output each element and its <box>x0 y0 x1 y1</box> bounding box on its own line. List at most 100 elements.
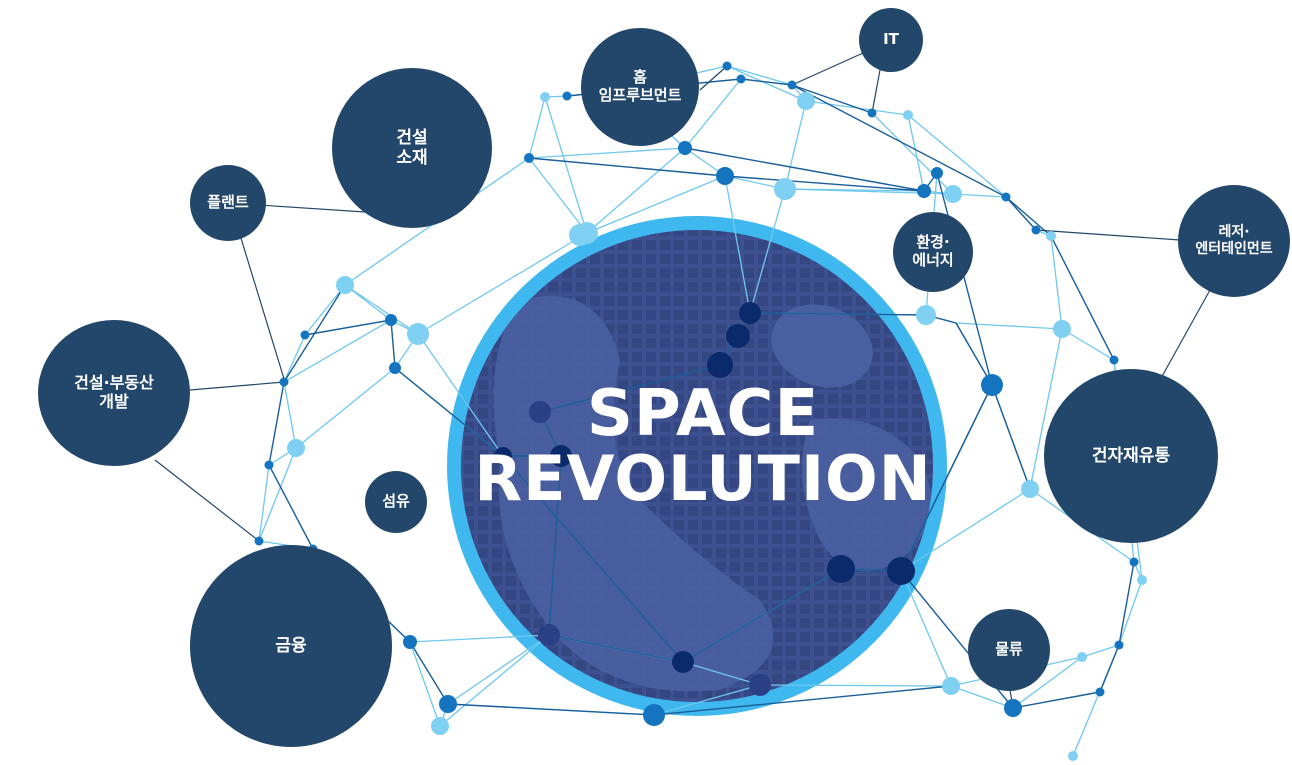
network-node <box>538 624 560 646</box>
network-edge <box>653 685 952 716</box>
network-edge <box>1012 691 1101 709</box>
network-node <box>1109 355 1119 365</box>
network-node <box>707 352 733 378</box>
network-node <box>1137 575 1147 585</box>
network-node <box>942 677 960 695</box>
network-node <box>385 314 397 326</box>
topic-plant-label: 플랜트 <box>207 193 249 212</box>
network-edge <box>258 464 270 542</box>
network-node <box>254 536 264 546</box>
network-node <box>867 108 877 118</box>
network-edge <box>268 381 285 466</box>
network-edge <box>439 634 550 727</box>
core-title: SPACE REVOLUTION <box>458 381 948 510</box>
network-edge <box>394 367 504 457</box>
network-edge <box>502 455 684 663</box>
network-node <box>827 555 855 583</box>
network-node <box>431 717 449 735</box>
network-edge <box>528 147 686 159</box>
network-edge <box>749 312 927 316</box>
network-edge <box>682 568 842 663</box>
network-node <box>736 74 746 84</box>
topic-construction-materials: 건설 소재 <box>332 68 492 228</box>
network-node <box>1077 652 1087 662</box>
topic-building-materials-distribution: 건자재유통 <box>1044 369 1218 543</box>
network-edge <box>653 684 761 716</box>
network-edge <box>950 685 1014 709</box>
network-edge <box>684 78 742 149</box>
topic-textiles: 섬유 <box>365 471 427 533</box>
network-edge <box>726 65 793 86</box>
network-node <box>336 276 354 294</box>
network-node <box>287 439 305 457</box>
network-node <box>524 153 534 163</box>
topic-finance: 금융 <box>190 545 392 747</box>
topic-construction-real-estate-label: 건설·부동산 개발 <box>74 373 154 411</box>
network-node <box>264 460 274 470</box>
network-node <box>1031 225 1041 235</box>
network-node <box>726 324 750 348</box>
network-edge <box>784 100 807 190</box>
network-edge <box>871 112 954 195</box>
network-edge <box>283 284 346 383</box>
network-edge <box>936 172 993 386</box>
topic-leisure-entertainment-label: 레저· 엔터테인먼트 <box>1195 224 1273 257</box>
network-edge <box>268 464 314 550</box>
network-node <box>1001 192 1011 202</box>
topic-building-materials-distribution-label: 건자재유통 <box>1091 445 1171 466</box>
network-node <box>569 224 591 246</box>
network-edge <box>684 147 925 192</box>
network-edge <box>304 319 392 336</box>
network-node <box>672 651 694 673</box>
network-node <box>1068 751 1078 761</box>
network-node <box>1053 320 1071 338</box>
topic-logistics-label: 물류 <box>995 640 1023 659</box>
connector-line <box>239 234 286 383</box>
topic-logistics: 물류 <box>968 609 1050 691</box>
network-edge <box>955 322 993 386</box>
network-edge <box>539 364 721 413</box>
network-node <box>916 305 936 325</box>
network-edge <box>390 319 396 369</box>
network-edges-dark <box>154 39 1211 716</box>
network-node <box>774 178 796 200</box>
network-edge <box>544 96 588 234</box>
connector-line <box>189 381 285 391</box>
network-edge <box>548 634 684 663</box>
network-edge <box>1005 196 1037 231</box>
topic-home-improvement: 홈 임프루브먼트 <box>581 28 699 146</box>
network-edge <box>283 381 297 449</box>
network-edge <box>258 447 297 542</box>
network-edge <box>1012 656 1083 709</box>
connector-line <box>154 459 260 542</box>
network-edge <box>417 232 588 335</box>
network-node <box>944 185 962 203</box>
network-node <box>1004 699 1022 717</box>
topic-environment-energy: 환경· 에너지 <box>893 212 973 292</box>
network-node <box>403 635 417 649</box>
connector-line <box>871 69 881 114</box>
network-edge <box>528 157 726 177</box>
network-edge <box>283 334 306 383</box>
network-edge <box>409 641 441 727</box>
network-node <box>917 184 931 198</box>
network-edge <box>791 84 873 114</box>
network-node <box>1046 231 1056 241</box>
network-edge <box>528 157 588 234</box>
network-node <box>279 377 289 387</box>
core-texture <box>461 230 933 702</box>
network-edge <box>295 367 396 449</box>
network-edge <box>1005 196 1052 237</box>
network-node <box>643 704 665 726</box>
network-node <box>1021 480 1039 498</box>
network-node <box>529 401 551 423</box>
topic-it: IT <box>859 8 923 72</box>
network-edge <box>1061 328 1115 361</box>
network-edge <box>724 175 751 314</box>
network-edge <box>955 322 1063 330</box>
network-edge <box>759 684 952 687</box>
network-edge <box>304 284 346 336</box>
network-node <box>494 447 512 465</box>
topic-leisure-entertainment: 레저· 엔터테인먼트 <box>1178 185 1290 297</box>
network-edge <box>740 78 793 86</box>
